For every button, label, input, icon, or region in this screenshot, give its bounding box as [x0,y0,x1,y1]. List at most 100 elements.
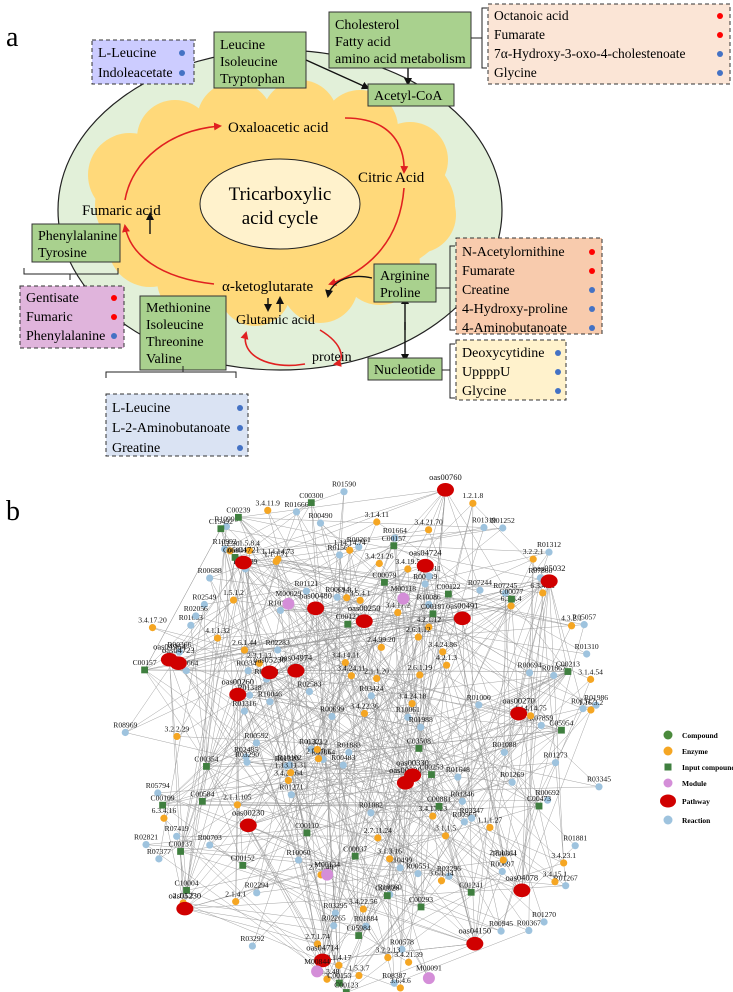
reaction-node [537,721,545,730]
blue-marker [179,50,185,56]
network-edge [248,825,323,961]
enzyme-node-label: 3.1.3.16 [377,847,402,856]
box-leucine-line2: Isoleucine [220,55,278,70]
network-edge [238,517,432,775]
compound-node [435,802,443,810]
reaction-node-label: R03346 [236,659,260,668]
network-edge [162,805,186,909]
network-edge [295,670,505,862]
reaction-node-label: R03295 [323,901,347,910]
reaction-node [501,589,509,597]
network-edge [237,580,550,695]
network-edge [206,664,447,767]
box-arginine: Arginine Proline [373,263,437,303]
network-edge [179,618,463,653]
pathway-node-label: oas00330 [396,757,429,767]
enzyme-node-label: 3.4.22.36 [350,701,379,710]
reaction-node [316,519,325,527]
network-edge [229,550,433,817]
reaction-node [339,761,347,769]
compound-node-label: C05984 [347,924,371,933]
reaction-node [142,840,150,849]
reaction-node-label: R07064 [311,747,335,756]
enzyme-node [313,745,321,754]
reaction-node-label: R05057 [572,613,596,622]
compound-node-label: C15492 [209,517,233,526]
network-edge [315,608,548,801]
network-edge [306,662,346,833]
network-edge [186,613,433,671]
pathway-node [261,665,279,680]
protein: protein [312,350,352,365]
compound-node [508,595,515,603]
reaction-node-label: R00483 [331,753,355,762]
enzyme-node-label: 1.14.14.75 [514,704,546,713]
reaction-node-label: R02549 [192,592,216,601]
reaction-node-label: R10178 [268,598,292,607]
network-edge [202,801,440,807]
network-edge [518,713,556,882]
network-edge [169,659,475,944]
reaction-node-label: R10992 [213,537,237,546]
compound-node [203,762,210,770]
enzyme-node-label: 3.1.3.48 [315,967,340,976]
network-edge [184,908,318,945]
enzyme-node [373,518,381,526]
reaction-node-label: R10060 [287,848,311,857]
network-edge [405,713,519,784]
reaction-node-label: R00565 [452,810,476,819]
reaction-node [302,587,310,595]
reaction-node [331,909,339,917]
enzyme-node-label: 3.6.1.14 [429,869,454,878]
reaction-node [497,927,505,935]
compound-node [342,989,350,992]
network-edge [438,762,556,807]
box-cholesterol-line2: Fatty acid [335,35,391,50]
network-edge [418,671,568,749]
blue-marker [589,325,595,331]
network-edge [377,837,522,891]
pathway-node-label: oas04714 [306,942,339,952]
network-edge [169,613,433,660]
deoxycytidine-list-item: Glycine [462,384,506,399]
enzyme-node [529,555,537,563]
network-edge [318,758,413,776]
network-edge [548,581,569,672]
network-edge [401,581,550,950]
network-edge [389,894,395,984]
reaction-node-label: R01000 [467,693,491,702]
reaction-node-label: R00697 [490,859,514,868]
pathway-node [176,901,194,916]
reaction-node [121,728,129,737]
network-edge [295,670,458,778]
compound-node-label: C05841 [223,546,247,555]
enzyme-node [486,823,494,832]
reaction-node [425,572,433,580]
reaction-node [425,600,433,609]
reaction-node-label: R10499 [388,856,412,865]
pathway-node [436,482,454,497]
reaction-node [550,671,558,680]
enzyme-node-label: 3.4.17.23 [419,804,448,813]
enzyme-node-label: 2.6.1.12 [406,625,431,634]
network-edge [315,608,346,663]
blue-marker [237,405,243,411]
enzyme-node-label: 3.1.3.1 [336,586,357,595]
reaction-node-label: R01666 [284,500,308,509]
network-edge [346,926,367,992]
list-box-acetylornithine: N-AcetylornithineFumarateCreatine4-Hydro… [455,237,603,336]
network-edge [237,694,463,802]
box-acetyl-line1: Acetyl-CoA [374,89,443,104]
enzyme-node-label: 2.4.99.20 [367,635,396,644]
enzyme-node-label: 3.4.19.5 [395,557,420,566]
pathway-node [314,953,332,968]
reaction-node-label: R02294 [245,881,269,890]
compound-node [415,745,423,752]
network-edge [521,581,550,891]
reaction-node [294,856,303,864]
reaction-node [579,705,587,713]
box-arginine-line2: Proline [380,286,420,301]
legend-pathway-label: Pathway [682,797,710,806]
compound-node [177,848,184,855]
